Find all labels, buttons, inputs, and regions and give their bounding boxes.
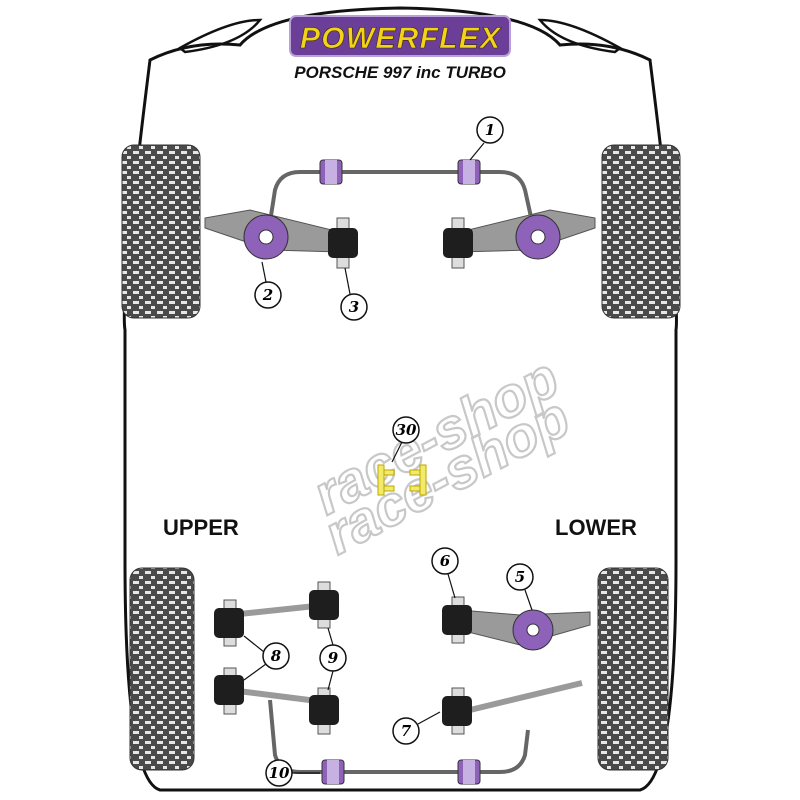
right-mirror-outline bbox=[537, 18, 623, 54]
front-wishbone-bush-left bbox=[243, 214, 289, 260]
tyre-front-right bbox=[601, 144, 681, 319]
callout-1: 1 bbox=[476, 116, 504, 144]
svg-text:8: 8 bbox=[271, 647, 282, 665]
car-body-outline bbox=[122, 6, 678, 792]
front-anti-roll-bar bbox=[266, 170, 537, 236]
svg-text:6: 6 bbox=[440, 552, 451, 570]
svg-text:30: 30 bbox=[396, 421, 417, 439]
section-label-upper: UPPER bbox=[163, 515, 239, 540]
callout-3: 3 bbox=[340, 293, 368, 321]
callout-9: 9 bbox=[319, 644, 347, 672]
vehicle-title: PORSCHE 997 inc TURBO bbox=[294, 63, 506, 82]
callout-2: 2 bbox=[254, 281, 282, 309]
svg-text:7: 7 bbox=[401, 722, 412, 740]
svg-text:1: 1 bbox=[485, 121, 495, 139]
svg-text:9: 9 bbox=[328, 649, 339, 667]
tyre-front-left bbox=[121, 144, 201, 319]
bump-stop-30 bbox=[377, 464, 427, 496]
tyre-rear-left bbox=[129, 567, 195, 771]
svg-text:POWERFLEX: POWERFLEX bbox=[300, 22, 502, 55]
left-mirror-outline bbox=[177, 18, 263, 54]
callout-6: 6 bbox=[431, 547, 459, 575]
callout-10: 10 bbox=[265, 759, 293, 787]
front-wishbone-bush-right bbox=[515, 214, 561, 260]
rear-arb-bushes bbox=[321, 759, 481, 785]
rear-toe-link bbox=[469, 680, 583, 713]
callout-30: 30 bbox=[392, 416, 420, 444]
tyre-rear-right bbox=[597, 567, 669, 771]
svg-text:3: 3 bbox=[349, 298, 359, 316]
callout-8: 8 bbox=[262, 642, 290, 670]
rear-lower-bushes bbox=[442, 596, 554, 651]
section-label-lower: LOWER bbox=[555, 515, 637, 540]
svg-text:2: 2 bbox=[262, 286, 273, 304]
svg-text:5: 5 bbox=[515, 568, 525, 586]
rear-upper-bushes bbox=[214, 581, 339, 735]
front-arb-bush-right bbox=[457, 159, 481, 185]
powerflex-logo: POWERFLEX bbox=[289, 15, 511, 57]
callout-5: 5 bbox=[506, 563, 534, 591]
callout-7: 7 bbox=[392, 717, 420, 745]
front-rear-bush-right bbox=[443, 217, 473, 269]
front-rear-bush-left bbox=[328, 217, 358, 269]
rear-toe-link-bush bbox=[442, 687, 472, 735]
callout-leaders bbox=[243, 142, 533, 774]
svg-text:10: 10 bbox=[269, 764, 290, 782]
race-shop-watermark: race-shop race-shop bbox=[301, 344, 580, 567]
front-arb-bush-left bbox=[319, 159, 343, 185]
